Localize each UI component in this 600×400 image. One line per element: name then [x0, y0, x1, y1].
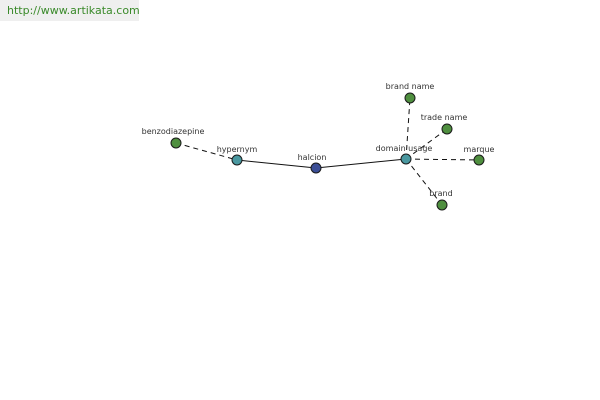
edge-hypernym-to-halcion [236, 159, 317, 169]
node-label-trade-name[interactable]: trade name [421, 113, 468, 122]
node-brand[interactable] [436, 199, 448, 211]
node-hypernym[interactable] [231, 154, 243, 166]
node-label-marque[interactable]: marque [464, 145, 495, 154]
node-label-domain-usage[interactable]: domain usage [376, 144, 433, 153]
node-label-brand[interactable]: brand [429, 189, 452, 198]
edge-halcion-to-domain-usage [315, 158, 407, 169]
graph-nodes [170, 92, 485, 211]
edge-domain-usage-to-marque [405, 158, 480, 161]
edge-domain-usage-to-brand-name [405, 97, 411, 160]
watermark-url: http://www.artikata.com [0, 0, 140, 21]
graph-edges [175, 97, 480, 206]
node-benzodiazepine[interactable] [170, 137, 182, 149]
edge-domain-usage-to-brand [405, 158, 443, 206]
node-domain-usage[interactable] [400, 153, 412, 165]
node-marque[interactable] [473, 154, 485, 166]
node-halcion[interactable] [310, 162, 322, 174]
edge-benzodiazepine-to-hypernym [175, 142, 238, 161]
node-brand-name[interactable] [404, 92, 416, 104]
node-label-halcion[interactable]: halcion [298, 153, 327, 162]
node-label-brand-name[interactable]: brand name [386, 82, 435, 91]
node-label-hypernym[interactable]: hypernym [217, 145, 258, 154]
graph-labels: halcion hypernym domain usage benzodiazepin… [142, 82, 495, 198]
node-trade-name[interactable] [441, 123, 453, 135]
node-label-benzodiazepine[interactable]: benzodiazepine [142, 127, 205, 136]
